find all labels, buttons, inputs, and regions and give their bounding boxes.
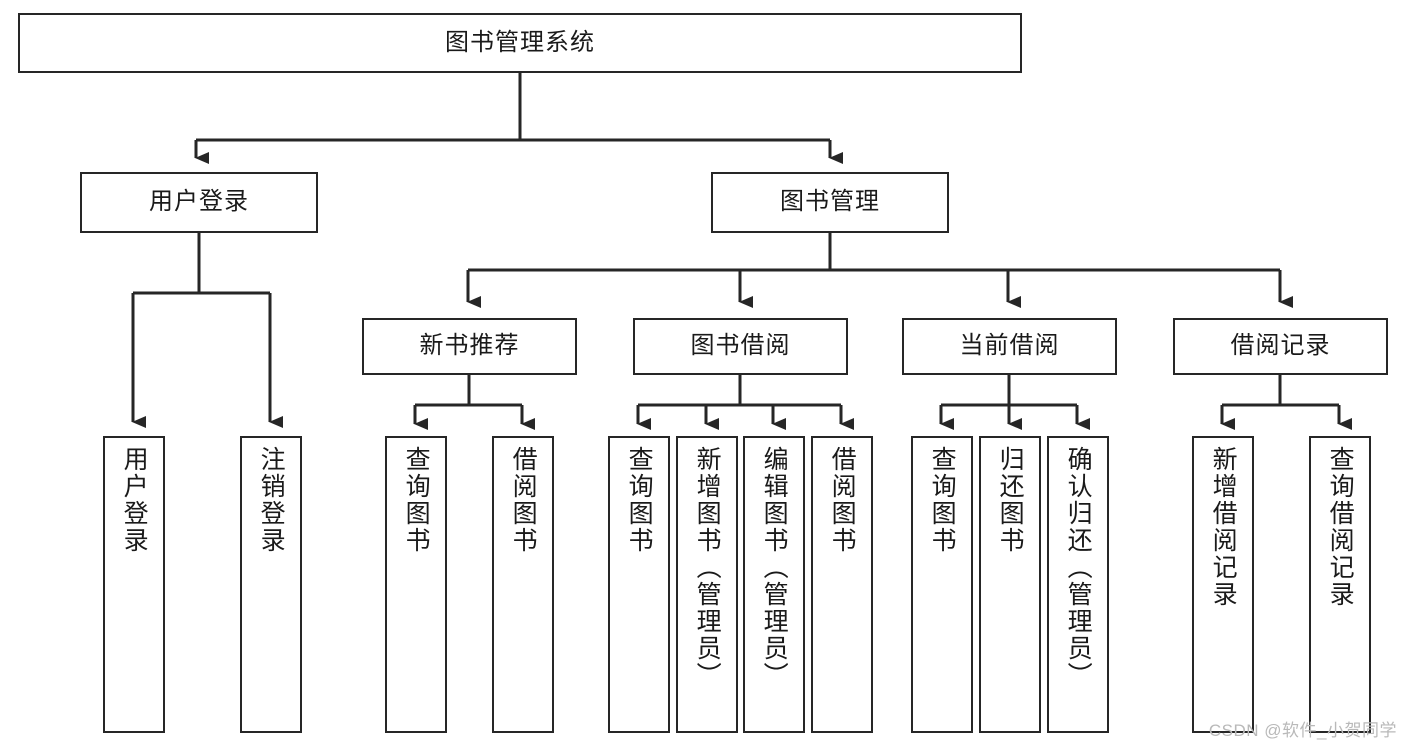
node-leaf-logout[interactable]: 注销登录 [240,436,302,733]
node-leaf-logout-label: 注销登录 [257,446,286,554]
node-leaf-add-book-label: 新增图书（管理员） [693,446,722,689]
node-user-login[interactable]: 用户登录 [80,172,318,233]
node-leaf-query-book-3[interactable]: 查询图书 [911,436,973,733]
node-book-borrow[interactable]: 图书借阅 [633,318,848,375]
node-current-borrow-label: 当前借阅 [959,332,1060,360]
node-root-label: 图书管理系统 [445,28,595,56]
node-leaf-return-book-label: 归还图书 [996,446,1025,554]
node-leaf-add-record[interactable]: 新增借阅记录 [1192,436,1254,733]
node-leaf-borrow-book-2-label: 借阅图书 [828,446,857,554]
node-current-borrow[interactable]: 当前借阅 [902,318,1117,375]
node-leaf-borrow-book-1-label: 借阅图书 [509,446,538,554]
node-leaf-add-record-label: 新增借阅记录 [1209,446,1238,608]
node-leaf-user-login-label: 用户登录 [120,446,149,554]
node-leaf-borrow-book-2[interactable]: 借阅图书 [811,436,873,733]
node-leaf-borrow-book-1[interactable]: 借阅图书 [492,436,554,733]
node-leaf-query-book-3-label: 查询图书 [928,446,957,554]
node-leaf-edit-book-label: 编辑图书（管理员） [760,446,789,689]
node-leaf-return-book[interactable]: 归还图书 [979,436,1041,733]
node-leaf-confirm-return[interactable]: 确认归还（管理员） [1047,436,1109,733]
node-root[interactable]: 图书管理系统 [18,13,1022,73]
node-leaf-query-book-1[interactable]: 查询图书 [385,436,447,733]
node-new-book-rec[interactable]: 新书推荐 [362,318,577,375]
node-user-login-label: 用户登录 [149,188,249,216]
csdn-watermark: CSDN @软件_小贺同学 [1208,721,1397,740]
node-leaf-add-book[interactable]: 新增图书（管理员） [676,436,738,733]
node-leaf-query-book-2-label: 查询图书 [625,446,654,554]
node-leaf-edit-book[interactable]: 编辑图书（管理员） [743,436,805,733]
node-leaf-confirm-return-label: 确认归还（管理员） [1064,446,1093,689]
node-borrow-record-label: 借阅记录 [1230,332,1331,360]
node-leaf-user-login[interactable]: 用户登录 [103,436,165,733]
node-book-borrow-label: 图书借阅 [690,332,791,360]
node-leaf-query-book-2[interactable]: 查询图书 [608,436,670,733]
node-book-manage-label: 图书管理 [780,188,880,216]
node-new-book-rec-label: 新书推荐 [419,332,520,360]
node-borrow-record[interactable]: 借阅记录 [1173,318,1388,375]
node-leaf-query-book-1-label: 查询图书 [402,446,431,554]
node-leaf-query-record[interactable]: 查询借阅记录 [1309,436,1371,733]
node-book-manage[interactable]: 图书管理 [711,172,949,233]
node-leaf-query-record-label: 查询借阅记录 [1326,446,1355,608]
